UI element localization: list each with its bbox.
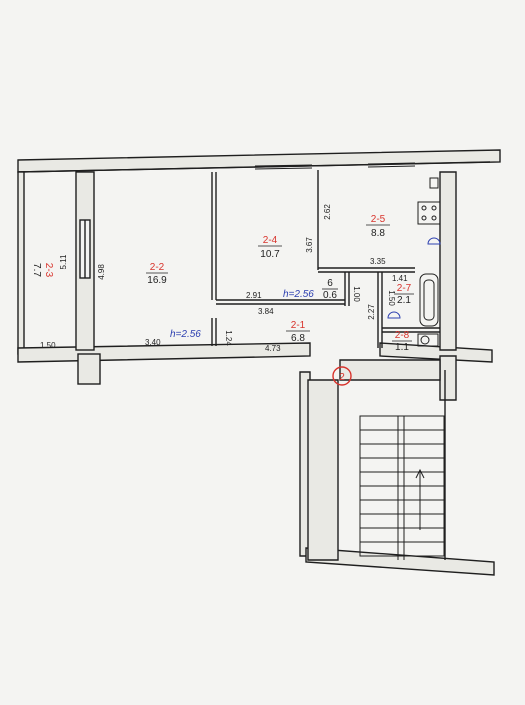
stairwell (299, 359, 495, 576)
room-2-8: 2-8 1.1 (392, 330, 412, 353)
window-top-2 (367, 162, 416, 168)
room-area: 6.8 (291, 333, 305, 344)
stair-treads (359, 415, 445, 560)
exterior-wall-right (439, 171, 457, 401)
room-area: 8.8 (371, 228, 385, 239)
stair-label-marker: 2 (332, 366, 352, 386)
exterior-wall-top (17, 149, 501, 173)
room-2-1: 2-1 6.8 (286, 320, 310, 344)
room-2-4: 2-4 10.7 (258, 235, 282, 260)
room-area: 7.7 (31, 263, 42, 277)
exterior-wall-left (17, 171, 25, 355)
room-id: 2-8 (395, 330, 410, 341)
dimension-label: 3.35 (370, 257, 386, 266)
room-2-5: 2-5 8.8 (366, 214, 390, 239)
dimension-label: 5.11 (59, 254, 68, 270)
room-2-2: 2-2 16.9 (146, 262, 168, 286)
dimension-label: 2.91 (246, 291, 262, 300)
window-top-1 (254, 164, 313, 170)
room-id: 2-3 (43, 263, 54, 278)
dimension-label: 1.41 (392, 274, 408, 283)
room-2-3: 2-3 7.7 (31, 263, 54, 278)
dimension-label: 3.84 (258, 307, 274, 316)
room-area: 2.1 (397, 295, 411, 306)
dimension-label: 3.67 (305, 237, 314, 253)
room-2-7: 2-7 2.1 (394, 283, 414, 306)
room-id: 6 (327, 278, 333, 289)
dimension-label: 2.62 (323, 204, 332, 220)
partition-column (75, 171, 101, 385)
room-id: 2-4 (263, 235, 278, 246)
dimension-label: 1.50 (387, 290, 396, 306)
dimension-label: 4.98 (97, 264, 106, 280)
dimension-label: 1.00 (352, 286, 361, 302)
dimension-label: 3.40 (145, 338, 161, 347)
washbasin-icon (387, 311, 401, 319)
room-id: 2-5 (371, 214, 386, 225)
room-id: 2-1 (291, 320, 306, 331)
vent-icon (429, 177, 439, 189)
dimension-label: 1.50 (40, 341, 56, 350)
room-id: 2-7 (397, 283, 412, 294)
room-area: 1.1 (395, 342, 409, 353)
room-area: 16.9 (147, 275, 167, 286)
bathtub-icon (419, 273, 439, 327)
toilet-icon (417, 333, 439, 347)
stair-label: 2 (339, 372, 345, 383)
ceiling-height-label: h=2.56 (170, 329, 201, 340)
dimension-label: 4.73 (265, 344, 281, 353)
dimension-labels: 5.11 4.98 1.50 3.40 3.67 2.62 3.35 1.41 … (40, 204, 408, 353)
room-6: 6 0.6 (322, 278, 338, 301)
dimension-label: 1.24 (224, 330, 233, 346)
interior-walls (211, 170, 440, 348)
stove-icon (417, 201, 441, 225)
ceiling-height-label: h=2.56 (283, 289, 314, 300)
stair-direction-arrow (415, 468, 425, 530)
room-area: 10.7 (260, 249, 280, 260)
dimension-label: 2.27 (367, 304, 376, 320)
sink-icon (427, 237, 441, 245)
room-area: 0.6 (323, 290, 337, 301)
room-id: 2-2 (150, 262, 165, 273)
